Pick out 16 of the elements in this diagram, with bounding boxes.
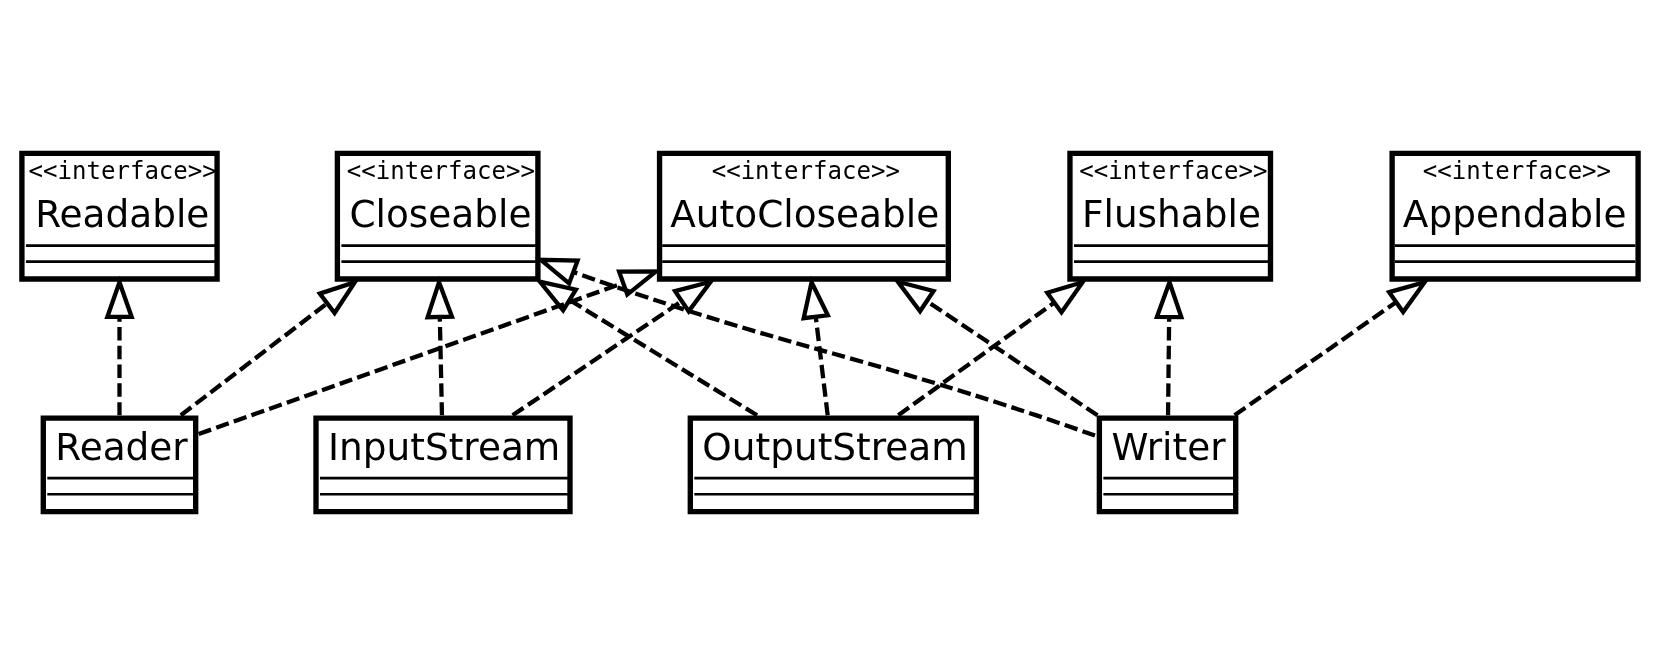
arrow: [800, 275, 832, 415]
node-box: OutputStream: [687, 414, 980, 514]
arrow: [534, 277, 759, 417]
arrow: [104, 275, 135, 415]
arrow: [1153, 275, 1185, 415]
arrow: [424, 275, 456, 415]
node-box: Reader: [40, 414, 199, 514]
arrow: [1233, 278, 1430, 417]
node-box: <<interface>> Appendable: [1389, 150, 1641, 282]
arrow: [534, 257, 1096, 438]
node-box: <<interface>> AutoCloseable: [656, 150, 951, 282]
node-box: InputStream: [313, 414, 573, 514]
arrow: [511, 277, 716, 417]
node-box: <<interface>> Flushable: [1067, 150, 1274, 282]
node-box: <<interface>> Closeable: [334, 150, 541, 282]
node-box: Writer: [1096, 414, 1239, 514]
